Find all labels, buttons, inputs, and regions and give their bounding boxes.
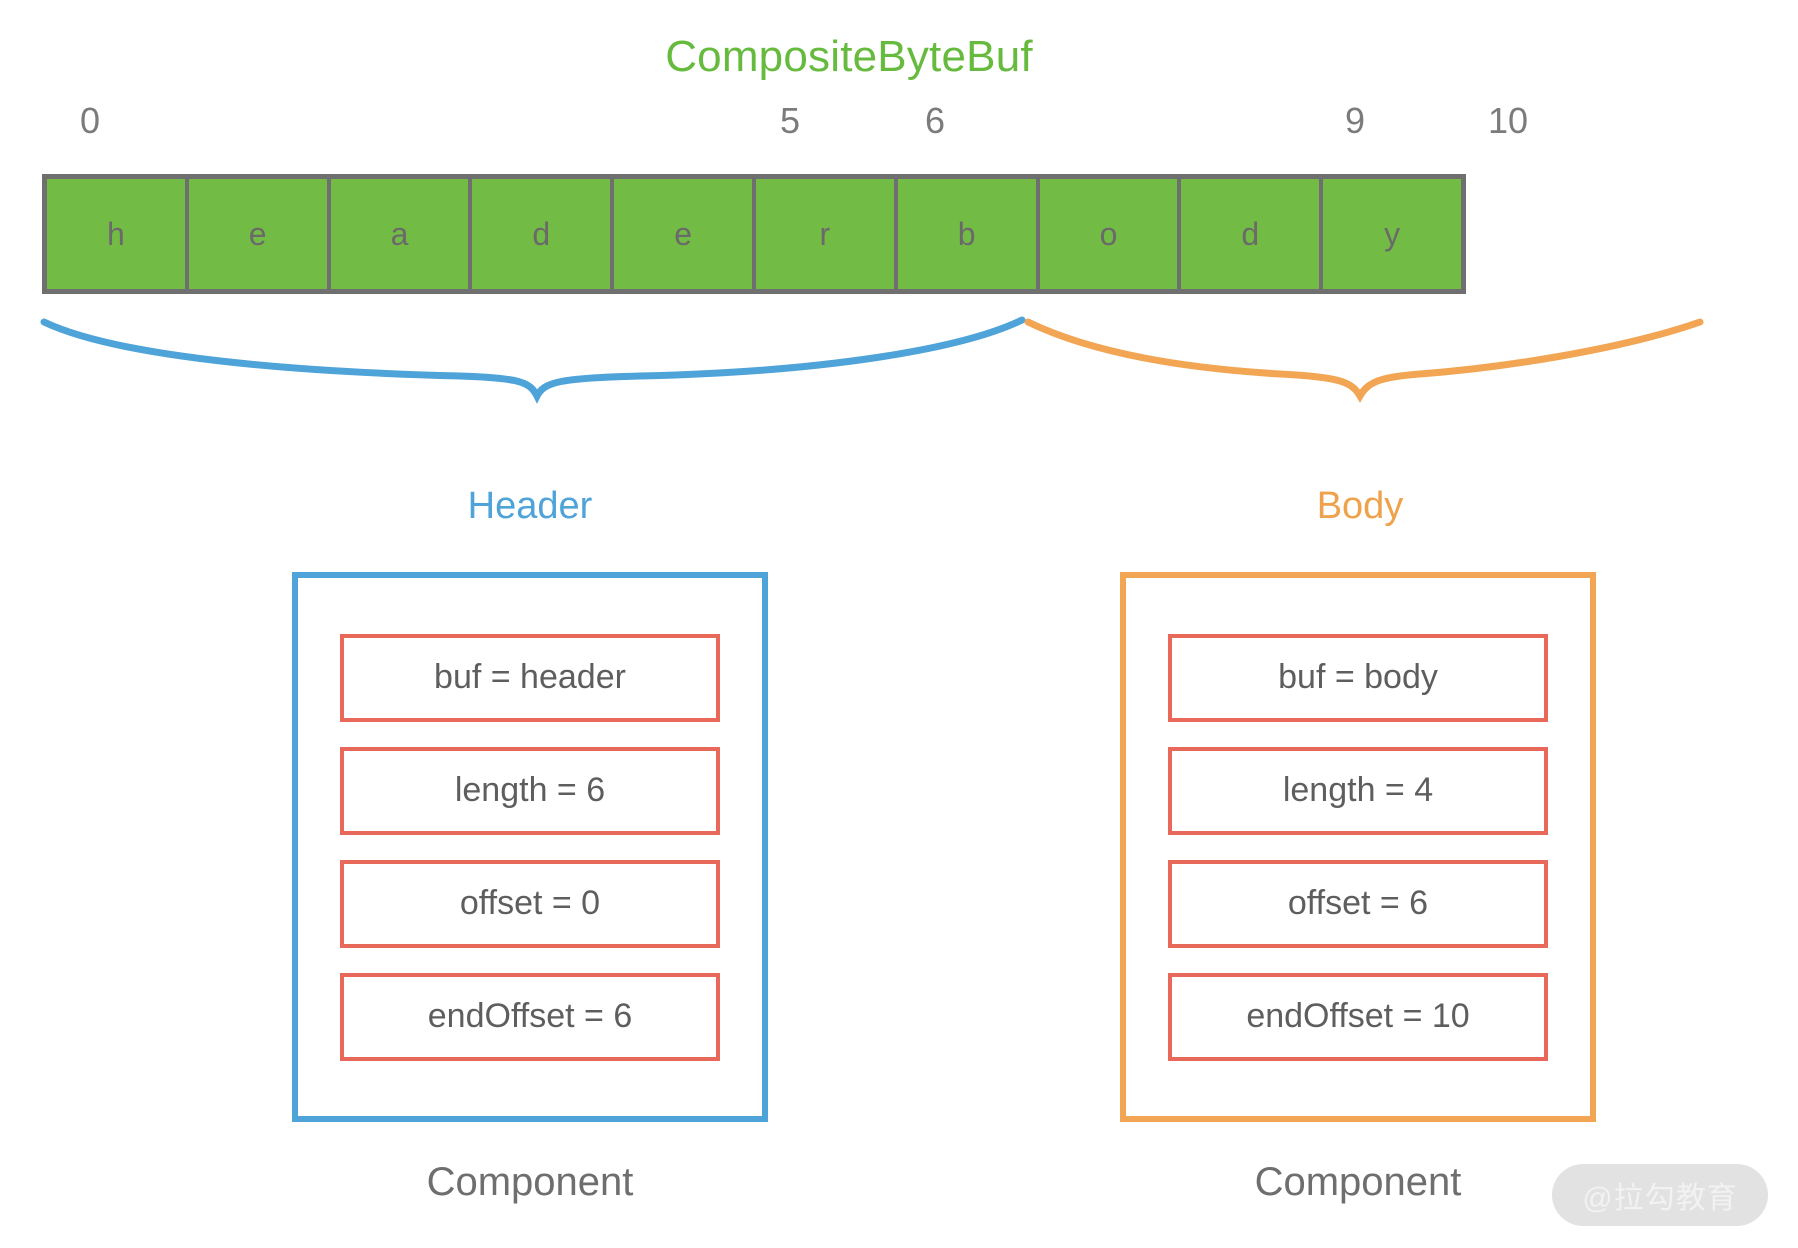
body-brace-icon bbox=[1024, 318, 1704, 404]
component-field: offset = 6 bbox=[1168, 859, 1548, 948]
component-field: endOffset = 10 bbox=[1168, 972, 1548, 1061]
index-label-9: 9 bbox=[1344, 100, 1366, 141]
component-field: buf = body bbox=[1168, 633, 1548, 722]
byte-cell: d bbox=[1181, 179, 1324, 289]
component-caption-body: Component bbox=[1254, 1160, 1462, 1204]
byte-cell: b bbox=[897, 179, 1040, 289]
component-field: buf = header bbox=[340, 633, 720, 722]
section-label-body: Body bbox=[1316, 485, 1404, 527]
component-field: offset = 0 bbox=[340, 859, 720, 948]
byte-buffer-strip: h e a d e r b o d y bbox=[42, 174, 1466, 294]
component-box-header: buf = header length = 6 offset = 0 endOf… bbox=[292, 572, 768, 1122]
byte-cell: e bbox=[188, 179, 331, 289]
index-label-6: 6 bbox=[924, 100, 946, 141]
component-field: length = 6 bbox=[340, 746, 720, 835]
byte-cell: h bbox=[47, 179, 189, 289]
index-label-10: 10 bbox=[1487, 100, 1529, 141]
watermark: @拉勾教育 bbox=[1552, 1164, 1768, 1226]
byte-cell: a bbox=[330, 179, 473, 289]
byte-cell: e bbox=[614, 179, 756, 289]
component-caption-header: Component bbox=[426, 1160, 634, 1204]
index-label-5: 5 bbox=[779, 100, 801, 141]
component-field: length = 4 bbox=[1168, 746, 1548, 835]
component-box-body: buf = body length = 4 offset = 6 endOffs… bbox=[1120, 572, 1596, 1122]
byte-cell: d bbox=[472, 179, 615, 289]
byte-cell: o bbox=[1039, 179, 1182, 289]
header-brace-icon bbox=[40, 316, 1026, 404]
index-label-0: 0 bbox=[79, 100, 101, 141]
component-field: endOffset = 6 bbox=[340, 972, 720, 1061]
section-label-header: Header bbox=[467, 485, 593, 527]
brace-group bbox=[40, 316, 1704, 404]
byte-cell: y bbox=[1323, 179, 1461, 289]
byte-cell: r bbox=[755, 179, 898, 289]
page-title: CompositeByteBuf bbox=[665, 32, 1033, 81]
